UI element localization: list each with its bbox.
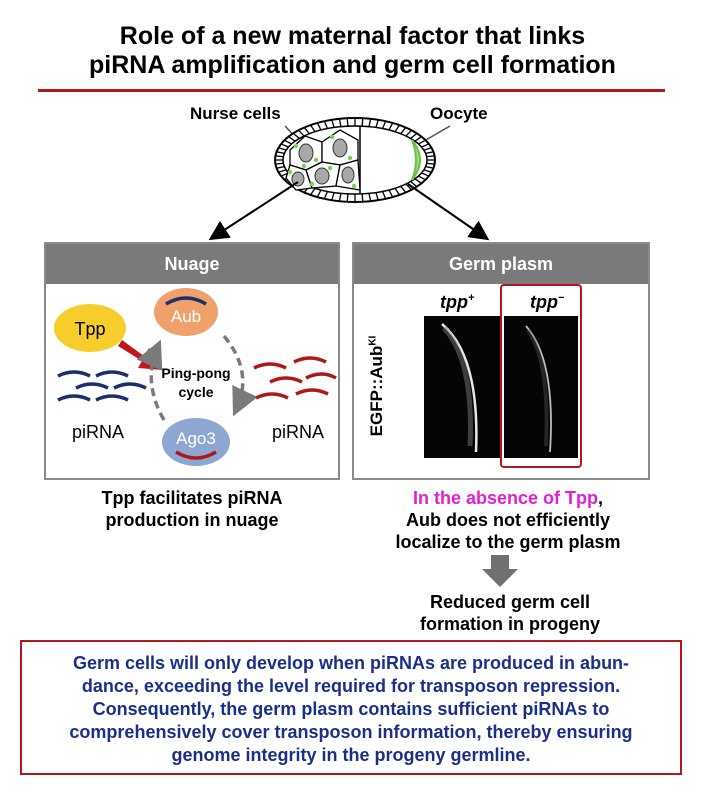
follicle-tick xyxy=(425,151,434,155)
pirna-left-label: piRNA xyxy=(72,422,124,442)
cycle-label-2: cycle xyxy=(178,384,213,400)
follicle-tick xyxy=(297,129,305,137)
arrow-to-nuage xyxy=(208,181,299,241)
arrow-to-germ-plasm xyxy=(407,183,490,241)
follicle-tick xyxy=(323,191,329,200)
follicle-tick xyxy=(414,136,422,142)
tpp-protein xyxy=(54,304,126,352)
title-line-1: Role of a new maternal factor that links xyxy=(119,22,586,50)
cycle-label-1: Ping-pong xyxy=(161,365,230,381)
tpp-label: Tpp xyxy=(74,319,105,339)
follicle-tick xyxy=(400,127,407,135)
follicle-tick xyxy=(414,178,422,184)
follicle-tick xyxy=(405,129,413,137)
nuage-caption: Tpp facilitates piRNA production in nuag… xyxy=(101,488,283,530)
follicle-tick xyxy=(410,132,418,139)
follicle-tick xyxy=(394,187,400,196)
title-line-2: piRNA amplification and germ cell format… xyxy=(89,51,616,79)
follicle-tick xyxy=(421,172,430,177)
follicle-tick xyxy=(275,162,284,165)
follicle-tick xyxy=(280,143,289,148)
follicle-tick xyxy=(426,155,435,158)
follicle-tick xyxy=(346,118,349,127)
pirna-right-label: piRNA xyxy=(272,422,324,442)
follicle-tick xyxy=(418,139,426,145)
follicle-tick xyxy=(368,193,372,202)
follicle-tick xyxy=(405,183,413,191)
follicle-tick xyxy=(316,122,322,131)
ago3-label: Ago3 xyxy=(176,429,216,448)
oocyte-germ-plasm xyxy=(411,139,421,181)
micrograph-tpp-minus xyxy=(504,316,578,458)
down-arrow xyxy=(482,555,518,587)
cycle-arrow-right xyxy=(222,334,258,417)
germ-plasm-panel-header: Germ plasm xyxy=(354,244,648,284)
follicle-tick xyxy=(338,118,342,127)
follicle-tick xyxy=(381,191,387,200)
follicle-tick xyxy=(275,155,284,158)
nurse-nuclei xyxy=(291,138,355,187)
row-label: EGFP::AubKI xyxy=(367,335,386,437)
follicle-tick xyxy=(310,187,316,196)
follicle-tick xyxy=(400,185,407,193)
nuage-panel: Nuage Tpp Aub Ago3 Ping-pong cycle piRN xyxy=(44,242,340,480)
follicle-tick xyxy=(375,192,379,201)
figure-title: Role of a new maternal factor that links… xyxy=(0,22,705,80)
germ-plasm-panel: Germ plasm tpp+ tpp− EGFP::AubKI xyxy=(352,242,650,480)
follicle-tick xyxy=(426,162,435,165)
micrograph-tpp-plus xyxy=(424,316,500,458)
follicle-tick xyxy=(292,132,300,139)
follicle-tick xyxy=(284,139,292,145)
summary-box: Germ cells will only develop when piRNAs… xyxy=(20,640,682,775)
col-label-tpp-minus: tpp− xyxy=(530,292,565,312)
follicle-tick xyxy=(381,120,387,129)
follicle-tick xyxy=(278,169,287,173)
follicle-tick xyxy=(323,120,329,129)
ping-pong-diagram: Tpp Aub Ago3 Ping-pong cycle piRNA piRNA xyxy=(54,288,337,466)
follicle-tick xyxy=(361,193,364,202)
col-label-tpp-plus: tpp+ xyxy=(440,292,475,312)
follicle-tick xyxy=(375,119,379,128)
follicle-tick xyxy=(316,189,322,198)
aub-label: Aub xyxy=(171,307,201,326)
aub-bound-pirna xyxy=(165,296,207,306)
follicle-tick xyxy=(394,124,400,133)
follicle-tick xyxy=(368,118,372,127)
germ-plasm-caption: In the absence of Tpp, Aub does not effi… xyxy=(395,488,621,552)
follicle-tick xyxy=(388,189,394,198)
tpp-minus-highlight-box xyxy=(500,284,582,468)
follicle-tick xyxy=(421,143,430,148)
cycle-arrow-left xyxy=(136,339,166,421)
ago3-bound-pirna xyxy=(175,450,217,460)
follicle-tick xyxy=(423,169,432,173)
oocyte-label: Oocyte xyxy=(430,104,488,123)
follicle-tick xyxy=(331,119,335,128)
pirna-pool-right xyxy=(253,356,337,400)
nuage-dots xyxy=(287,134,357,189)
follicle-tick xyxy=(418,175,426,181)
follicle-tick xyxy=(361,118,364,127)
follicle-tick xyxy=(331,192,335,201)
egg-chamber-illustration xyxy=(208,117,490,241)
follicle-tick xyxy=(310,124,316,133)
title-divider xyxy=(38,89,665,92)
result-caption: Reduced germ cell formation in progeny xyxy=(420,592,600,634)
nuage-panel-header: Nuage xyxy=(46,244,338,284)
follicle-tick xyxy=(425,165,434,169)
follicle-tick xyxy=(276,165,285,169)
nurse-cells-label: Nurse cells xyxy=(190,104,281,123)
follicle-tick xyxy=(276,151,285,155)
follicle-tick xyxy=(338,193,342,202)
follicle-tick xyxy=(388,122,394,131)
follicle-tick xyxy=(278,147,287,151)
follicle-tick xyxy=(288,136,296,142)
pirna-pool-left xyxy=(57,370,147,402)
follicle-tick xyxy=(303,127,310,135)
highlight-text: In the absence of Tpp xyxy=(412,488,598,508)
follicle-tick xyxy=(346,193,349,202)
follicle-tick xyxy=(423,147,432,151)
follicle-tick xyxy=(410,181,418,188)
